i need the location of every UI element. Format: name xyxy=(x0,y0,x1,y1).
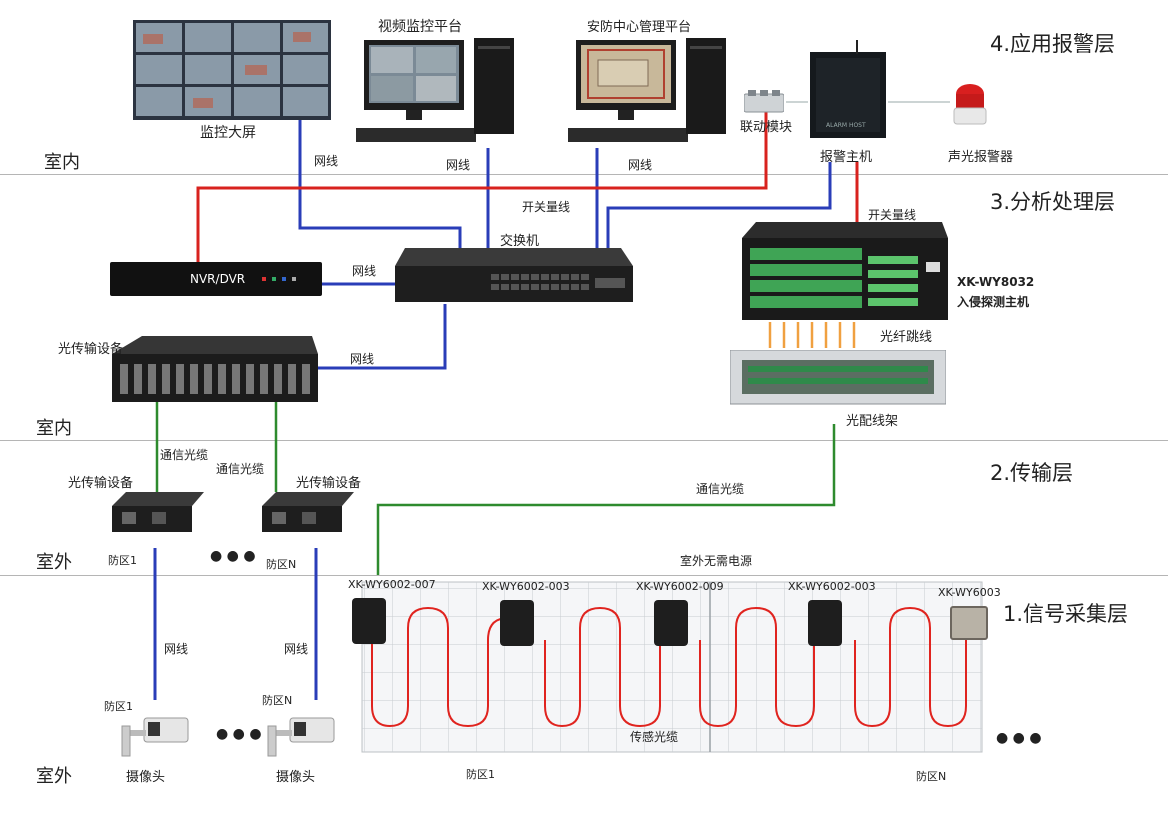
camera-1-label: 摄像头 xyxy=(126,770,166,785)
link-net-wall: 网线 xyxy=(314,154,339,168)
video-platform-computer xyxy=(356,38,514,142)
linkage-module xyxy=(744,90,784,113)
sensor-3-model: XK-WY6002-009 xyxy=(636,580,724,593)
camera-zone-1-label: 防区1 xyxy=(104,700,133,713)
link-fiber-comm-main: 通信光缆 xyxy=(696,482,745,496)
sensor-4-model: XK-WY6002-003 xyxy=(788,580,876,593)
sensor-5 xyxy=(950,606,988,640)
optical-transmitter-b-label: 光传输设备 xyxy=(296,476,362,491)
zone-outdoor-2: 室外 xyxy=(36,766,72,787)
wire-wall-switch xyxy=(298,118,462,248)
separator-indoor-bottom xyxy=(0,440,1168,441)
alarm-host-label: 报警主机 xyxy=(820,150,873,165)
link-fiber-comm-2: 通信光缆 xyxy=(216,462,265,476)
nvr-device: NVR/DVR xyxy=(110,262,322,296)
alarm-host xyxy=(810,40,886,138)
zone-n-transmitter-label: 防区N xyxy=(266,558,297,571)
link-switch-qty-1: 开关量线 xyxy=(522,200,571,214)
detector-model: XK-WY8032 xyxy=(957,275,1035,289)
sensor-4 xyxy=(808,600,842,646)
link-switch-qty-2: 开关量线 xyxy=(868,208,917,222)
sensor-3 xyxy=(654,600,688,646)
wire-nvr-linkage xyxy=(196,112,768,262)
alarm-host-plate: ALARM HOST xyxy=(826,122,866,129)
sensor-1 xyxy=(352,598,386,644)
sensor-2-model: XK-WY6002-003 xyxy=(482,580,570,593)
camera-2-image xyxy=(267,717,335,757)
link-net-nvr: 网线 xyxy=(352,264,377,278)
wire-optical-switch xyxy=(315,304,447,370)
link-net-cam-1: 网线 xyxy=(164,642,189,656)
fence-zone-n: 防区N xyxy=(916,770,947,783)
sensor-2 xyxy=(500,600,534,646)
wire-alarm-switch xyxy=(606,162,832,248)
video-platform-label: 视频监控平台 xyxy=(378,19,462,35)
network-switch xyxy=(395,248,633,302)
detector-name: 入侵探测主机 xyxy=(957,295,1030,309)
link-outdoor-no-power: 室外无需电源 xyxy=(680,554,753,568)
zone-outdoor-1: 室外 xyxy=(36,552,72,573)
ellipsis-cameras: ● ● ● xyxy=(216,726,262,742)
video-wall-image xyxy=(133,20,331,120)
link-net-optical: 网线 xyxy=(350,352,375,366)
link-net-security: 网线 xyxy=(628,158,653,172)
security-platform-label: 安防中心管理平台 xyxy=(587,20,692,35)
optical-transmitter-main xyxy=(112,336,318,402)
layer-application: 4.应用报警层 xyxy=(990,32,1116,56)
optical-distribution-frame xyxy=(730,350,946,405)
camera-1-image xyxy=(121,717,189,757)
optical-transmitter-main-label: 光传输设备 xyxy=(58,342,124,357)
link-sensing-fiber: 传感光缆 xyxy=(630,730,679,744)
zone-indoor-2: 室内 xyxy=(36,418,72,439)
link-net-cam-2: 网线 xyxy=(284,642,309,656)
distribution-frame-label: 光配线架 xyxy=(846,414,899,429)
ellipsis-fence: ● ● ● xyxy=(996,730,1042,746)
ellipsis-transmitters: ● ● ● xyxy=(210,548,256,564)
audible-alarm xyxy=(953,84,987,125)
separator-outdoor xyxy=(0,575,1168,576)
optical-transmitter-b xyxy=(262,492,354,532)
sensing-fiber-path xyxy=(371,606,967,728)
patch-cord-label: 光纤跳线 xyxy=(880,330,933,345)
sensor-1-model: XK-WY6002-007 xyxy=(348,578,436,591)
video-wall-label: 监控大屏 xyxy=(200,125,256,141)
security-platform-computer xyxy=(568,38,726,142)
switch-label: 交换机 xyxy=(500,234,540,249)
sensor-5-model: XK-WY6003 xyxy=(938,586,1001,599)
fence-zone-1: 防区1 xyxy=(466,768,495,781)
intrusion-detector-host xyxy=(742,222,948,320)
audible-alarm-label: 声光报警器 xyxy=(948,150,1014,165)
zone-indoor-1: 室内 xyxy=(44,152,80,173)
nvr-label: NVR/DVR xyxy=(190,272,246,286)
camera-zone-n-label: 防区N xyxy=(262,694,293,707)
fiber-main xyxy=(376,424,836,575)
optical-transmitter-a-label: 光传输设备 xyxy=(68,476,134,491)
layer-analysis: 3.分析处理层 xyxy=(990,190,1116,214)
linkage-module-label: 联动模块 xyxy=(740,120,793,135)
layer-collection: 1.信号采集层 xyxy=(1003,602,1129,626)
separator-indoor-top xyxy=(0,174,1168,175)
link-fiber-comm-1: 通信光缆 xyxy=(160,448,209,462)
camera-2-label: 摄像头 xyxy=(276,770,316,785)
optical-transmitter-a xyxy=(112,492,204,532)
layer-transmission: 2.传输层 xyxy=(990,461,1074,485)
zone-1-transmitter-label: 防区1 xyxy=(108,554,137,567)
link-net-video: 网线 xyxy=(446,158,471,172)
